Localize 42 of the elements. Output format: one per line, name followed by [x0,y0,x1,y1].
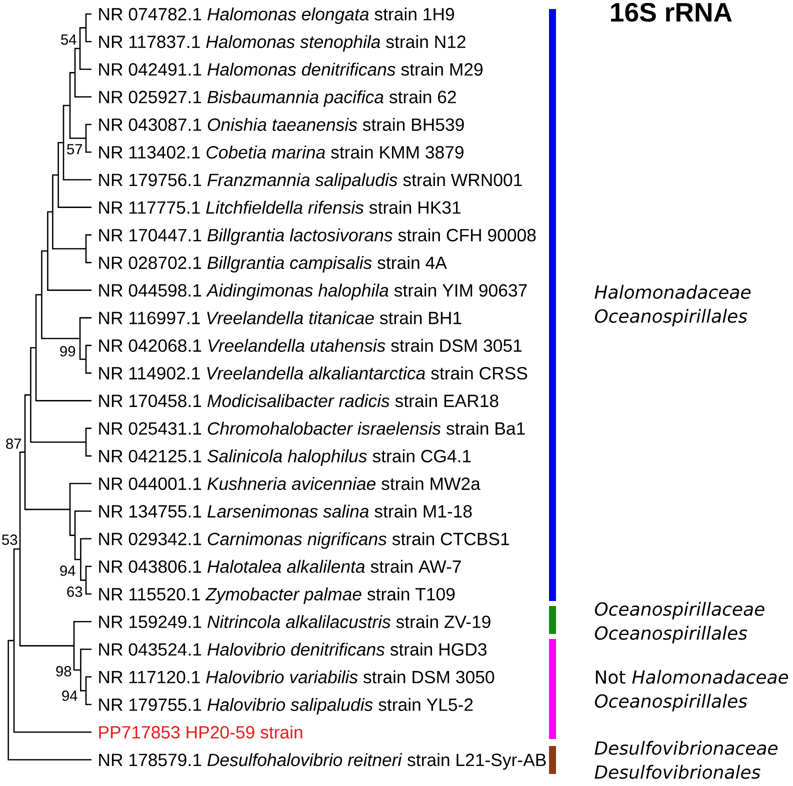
taxon-label: NR 043087.1 Onishia taeanensis strain BH539 [99,118,464,131]
bootstrap-value: 63 [67,586,82,597]
taxon-label: NR 028702.1 Billgrantia campisalis strain 4A [99,256,447,273]
taxon-label: NR 117775.1 Litchfieldella rifensis strain HK31 [99,200,461,214]
taxon-label: NR 042125.1 Salinicola halophilus strain CG4.1 [99,449,471,466]
taxon-label: NR 170447.1 Billgrantia lactosivorans strain CFH 90008 [99,228,536,245]
bootstrap-value: 98 [56,666,72,676]
title: 16S rRNA [611,2,732,22]
taxon-label: NR 170458.1 Modicisalibacter radicis strain EAR18 [99,394,498,408]
taxon-label: NR 134755.1 Larsenimonas salina strain M1-18 [99,504,472,518]
taxon-label: NR 117837.1 Halomonas stenophila strain N12 [99,35,466,52]
taxon-label: NR 116997.1 Vreelandella titanicae strain BH1 [99,311,462,324]
taxon-label: NR 074782.1 Halomonas elongata strain 1H9 [99,7,454,24]
taxon-label: NR 025431.1 Chromohalobacter israelensis strain Ba1 [99,422,525,435]
taxon-label: NR 115520.1 Zymobacter palmae strain T109 [99,587,455,604]
bootstrap-value: 99 [60,346,76,356]
clade-label: Desulfovibrionaceae Desulfovibrionales [594,740,778,779]
clade-label: Halomonadaceae Oceanospirillales [594,284,751,326]
taxon-label: NR 113402.1 Cobetia marina strain KMM 3879 [99,146,464,159]
bootstrap-value: 53 [2,534,18,545]
taxon-label: NR 043524.1 Halovibrio denitrificans strain HGD3 [99,642,486,656]
taxon-label: NR 029342.1 Carnimonas nigrificans strain CTCBS1 [99,532,510,549]
taxon-label: NR 179755.1 Halovibrio salipaludis strain YL5-2 [99,698,473,714]
bootstrap-value: 94 [62,690,78,701]
taxon-label: NR 114902.1 Vreelandella alkaliantarctica strain CRSS [99,366,528,380]
clade-label: Not Halomonadaceae Oceanospirillales [594,670,788,712]
taxon-label: NR 044598.1 Aidingimonas halophila strain YIM 90637 [99,284,527,300]
taxon-label: NR 042068.1 Vreelandella utahensis strain DSM 3051 [99,338,522,352]
taxon-label: NR 159249.1 Nitrincola alkalilacustris strain ZV-19 [99,615,490,628]
taxon-label: NR 025927.1 Bisbaumannia pacifica strain 62 [99,90,456,107]
taxon-label: NR 044001.1 Kushneria avicenniae strain MW2a [99,477,480,490]
taxon-label: NR 179756.1 Franzmannia salipaludis strain WRN001 [99,173,522,190]
taxon-label: PP717853 HP20-59 strain [99,726,302,739]
taxon-label: NR 043806.1 Halotalea alkalilenta strain AW-7 [99,560,461,573]
clade-label: Oceanospirillaceae Oceanospirillales [594,602,764,644]
bootstrap-value: 94 [60,566,76,576]
bootstrap-value: 54 [61,34,76,45]
taxon-label: NR 042491.1 Halomonas denitrificans strain M29 [99,62,482,76]
bootstrap-value: 87 [6,438,22,449]
taxon-label: NR 178579.1 Desulfohalovibrio reitneri strain L21-Syr-AB [99,753,546,770]
taxon-label: NR 117120.1 Halovibrio variabilis strain DSM 3050 [99,670,494,684]
bootstrap-value: 57 [67,144,82,154]
